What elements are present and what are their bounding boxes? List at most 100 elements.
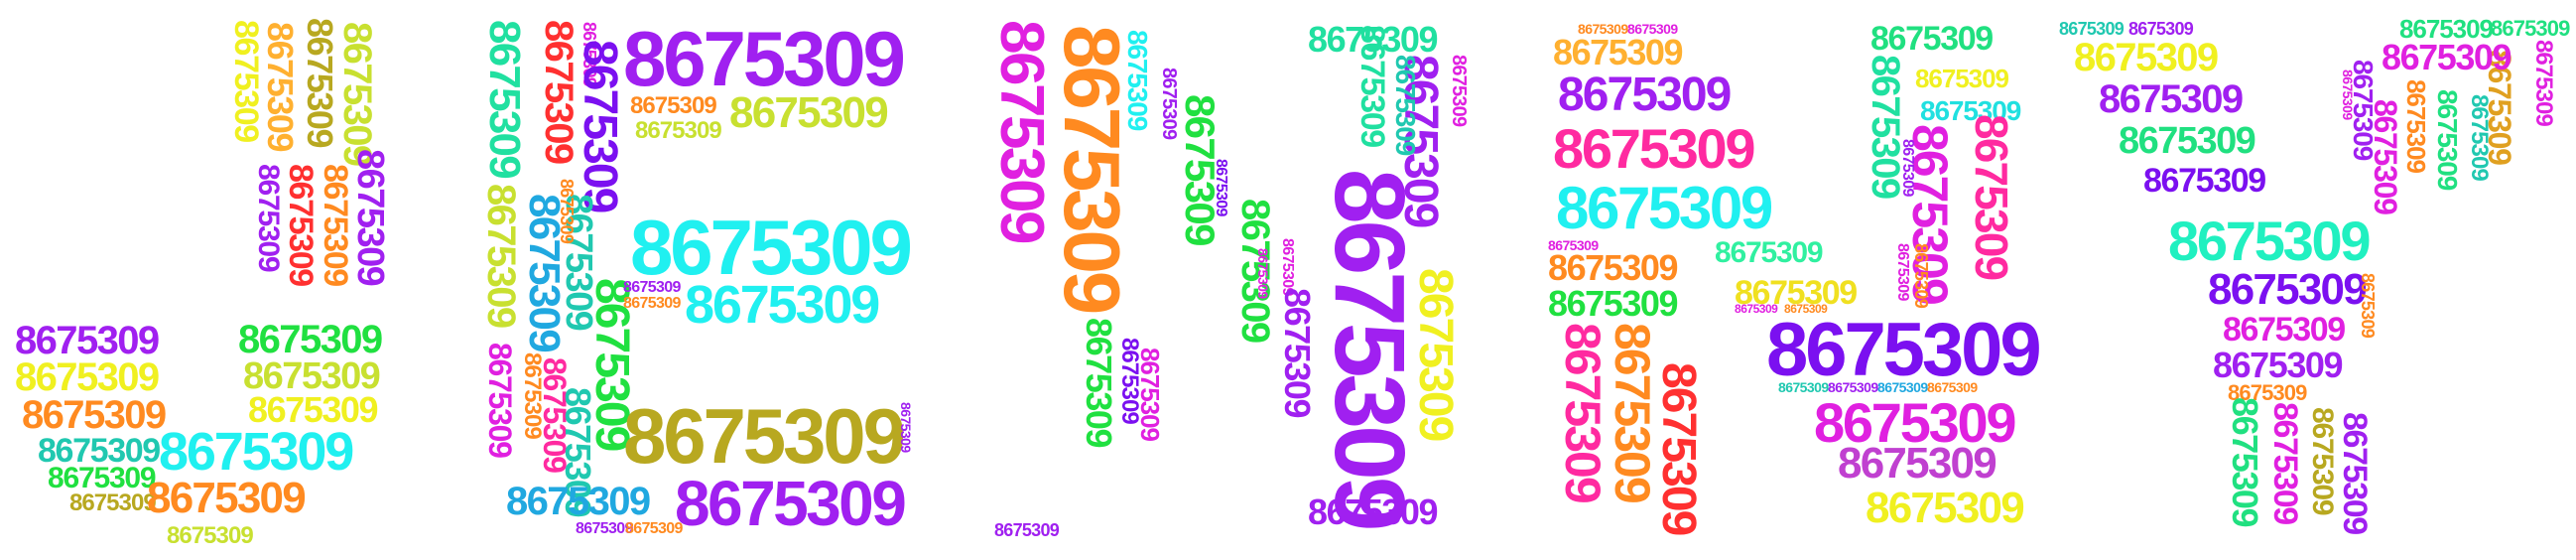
number-word: 8675309 [1277,288,1318,418]
number-word: 8675309 [898,402,914,453]
number-word: 8675309 [1390,55,1421,156]
number-word: 8675309 [1735,274,1858,312]
number-word: 8675309 [2213,345,2344,385]
number-word: 8675309 [15,319,160,362]
number-word: 8675309 [1048,25,1136,313]
number-word: 8675309 [2223,311,2346,349]
number-word: 8675309 [227,20,265,142]
number-word: 8675309 [2530,40,2557,126]
number-word: 8675309 [729,88,889,137]
number-word: 8675309 [1448,55,1470,127]
number-word: 8675309 [685,275,880,335]
number-word: 8675309 [349,149,391,286]
number-word: 8675309 [2432,89,2463,191]
number-word: 8675309 [1652,362,1705,535]
number-word: 8675309 [2306,407,2339,515]
number-word: 8675309 [675,468,907,539]
number-word: 8675309 [1255,248,1271,299]
number-word: 8675309 [1314,169,1425,528]
number-word: 8675309 [248,389,379,430]
number-word: 8675309 [1553,32,1684,72]
number-word: 8675309 [1966,114,2017,280]
number-word: 8675309 [1122,30,1153,131]
number-word: 8675309 [1605,323,1660,502]
number-word: 8675309 [260,22,301,152]
number-word: 8675309 [167,522,254,549]
number-word: 8675309 [1915,64,2009,93]
number-word: 8675309 [2358,273,2378,339]
number-word: 8675309 [1877,379,1928,395]
number-word: 8675309 [1911,243,1931,309]
number-word: 8675309 [2399,14,2494,44]
number-word: 8675309 [317,164,354,286]
number-word: 8675309 [2266,402,2304,524]
number-word: 8675309 [1548,247,1679,288]
number-word: 8675309 [1409,268,1462,441]
number-word: 8675309 [1894,243,1911,301]
number-word: 8675309 [22,393,167,437]
number-word: 8675309 [2074,36,2219,79]
number-word: 8675309 [1578,21,1628,37]
number-word: 8675309 [482,343,518,458]
number-word: 8675309 [1899,139,1916,197]
number-word: 8675309 [1135,348,1165,441]
number-word: 8675309 [1627,21,1678,37]
number-word: 8675309 [623,15,906,102]
number-word: 8675309 [576,520,633,537]
number-word: 8675309 [2059,19,2125,39]
number-word: 8675309 [1828,379,1878,395]
number-word: 8675309 [1553,117,1756,180]
number-word: 8675309 [2143,162,2266,200]
number-word: 8675309 [994,520,1060,540]
number-word: 8675309 [574,40,626,212]
number-word: 8675309 [623,279,681,296]
number-word: 8675309 [1548,283,1679,324]
number-word: 8675309 [1556,175,1773,241]
number-word: 8675309 [2168,210,2372,272]
number-word: 8675309 [69,490,157,516]
number-word: 8675309 [252,164,285,272]
number-word: 8675309 [1866,484,2025,532]
number-word: 8675309 [15,355,160,399]
number-word: 8675309 [335,22,379,166]
number-word: 8675309 [625,520,683,537]
number-word: 8675309 [1308,491,1439,532]
number-word: 8675309 [1555,323,1610,502]
number-word: 8675309 [623,392,906,480]
number-word: 8675309 [1558,69,1732,121]
number-word: 8675309 [38,432,161,470]
number-word: 8675309 [1213,159,1229,216]
number-word: 8675309 [1920,95,2021,126]
number-word: 8675309 [1548,237,1599,253]
number-word: 8675309 [1715,236,1824,269]
number-word: 8675309 [159,422,354,482]
number-word: 8675309 [48,462,157,494]
number-word: 8675309 [1927,379,1978,395]
number-word: 8675309 [1870,20,1994,58]
number-word: 8675309 [987,20,1056,243]
number-word: 8675309 [1158,68,1180,140]
number-word: 8675309 [635,117,722,144]
number-word: 8675309 [1766,308,2042,392]
number-word: 8675309 [1308,19,1439,60]
number-word: 8675309 [1814,391,2017,454]
number-word: 8675309 [506,480,651,523]
number-word: 8675309 [238,318,383,361]
number-word: 8675309 [2225,397,2265,527]
number-word: 8675309 [537,20,580,164]
number-word: 8675309 [243,355,381,397]
number-word: 8675309 [2382,37,2512,77]
number-word: 8675309 [623,295,681,312]
number-word: 8675309 [630,92,717,119]
number-word: 8675309 [630,204,913,291]
number-word: 8675309 [282,164,320,286]
number-word: 8675309 [480,20,529,178]
number-word: 8675309 [2491,16,2570,41]
number-word: 8675309 [2128,19,2194,39]
number-word: 8675309 [2208,265,2368,314]
number-word: 8675309 [1784,302,1828,316]
number-word: 8675309 [1079,318,1119,448]
number-word: 8675309 [1778,379,1829,395]
number-word: 8675309 [1735,302,1778,316]
